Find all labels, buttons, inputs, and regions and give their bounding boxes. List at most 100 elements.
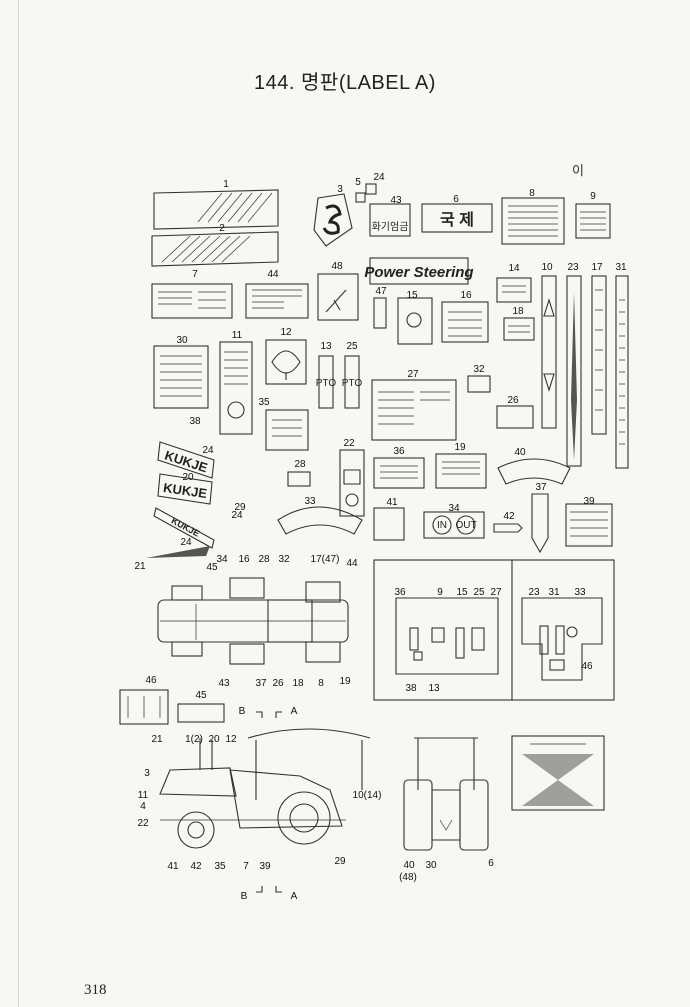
page-number: 318 [84, 982, 107, 998]
side-callouts-1: 1(2) [185, 734, 203, 745]
side-callouts-6: 11 [138, 790, 149, 801]
top-callouts-45: 41 [386, 497, 398, 508]
top-callouts-1: 1 [223, 179, 229, 190]
top-callouts-38: 28 [294, 459, 306, 470]
rear-callouts-3: 30 [425, 860, 437, 871]
side-callouts-5: 3 [144, 768, 150, 779]
view-marks-4: A [291, 891, 298, 902]
label-26 [467, 375, 491, 393]
label-12 [219, 341, 253, 435]
rear-callouts-4: 6 [488, 858, 494, 869]
plate-6: 국 제 [421, 203, 493, 233]
misc-callouts-2: 45 [195, 690, 207, 701]
side-callouts-15: 10(14) [353, 790, 382, 801]
in-out-label-34: IN OUT [423, 511, 485, 539]
sticker-43: 화기엄금 [369, 203, 411, 237]
plan-callouts-13: 19 [339, 676, 351, 687]
view-marks-3: B [241, 891, 248, 902]
side-callouts-9: 41 [167, 861, 179, 872]
section-mark-top [256, 711, 282, 718]
guk-je-text: 국 제 [440, 211, 474, 229]
top-callouts-3: 3 [337, 184, 343, 195]
top-callouts-42: 21 [134, 561, 146, 572]
top-callouts-14: 10 [541, 262, 553, 273]
plan-callouts-1: 34 [216, 554, 228, 565]
decal-stripe-1 [153, 189, 279, 230]
top-callouts-20: 16 [460, 290, 472, 301]
top-callouts-36: 19 [454, 442, 466, 453]
top-callouts-16: 17 [591, 262, 603, 273]
top-callouts-41: 24 [180, 537, 192, 548]
vertical-label-47 [615, 275, 629, 469]
top-callouts-33: 20 [182, 472, 194, 483]
decal-stripe-2 [151, 231, 279, 267]
side-callouts-3: 12 [225, 734, 237, 745]
label-45 [177, 703, 225, 723]
label-37 [287, 471, 311, 487]
sticker-5 [355, 192, 366, 203]
plan-callouts-11: 18 [292, 678, 304, 689]
top-callouts-22: 30 [176, 335, 188, 346]
top-callouts-7: 6 [453, 194, 459, 205]
top-callouts-13: 14 [508, 263, 520, 274]
top-callouts-46: 34 [448, 503, 460, 514]
top-callouts-21: 18 [512, 306, 524, 317]
label-42 [493, 523, 523, 533]
top-callouts-25: 13 [320, 341, 332, 352]
boxed-label-lower-right [511, 735, 605, 811]
section-mark-bottom [256, 886, 282, 893]
panel-left-callouts-6: 38 [405, 683, 417, 694]
panel-left-callouts-3: 15 [456, 587, 468, 598]
arc-label-33 [277, 506, 363, 535]
side-callouts-12: 7 [243, 861, 249, 872]
top-callouts-15: 23 [567, 262, 579, 273]
label-13 [265, 339, 307, 385]
sticker-24a [365, 183, 377, 195]
top-callouts-27: 27 [407, 369, 419, 380]
label-39 [565, 503, 613, 547]
top-callouts-29: 26 [507, 395, 519, 406]
plan-callouts-9: 37 [255, 678, 267, 689]
label-8 [501, 197, 565, 245]
label-36 [339, 449, 365, 517]
label-16 [397, 297, 433, 345]
arc-label-28 [497, 458, 571, 485]
pto-label-27: PTO [342, 355, 362, 409]
label-38 [265, 409, 309, 451]
top-callouts-5: 24 [373, 172, 385, 183]
label-18 [441, 301, 489, 343]
panel-left-callouts-2: 9 [437, 587, 443, 598]
top-callouts-32: 24 [202, 445, 214, 456]
view-marks-2: A [291, 706, 298, 717]
top-callouts-4: 5 [355, 177, 361, 188]
vertical-label-23 [541, 275, 557, 429]
top-callouts-28: 32 [473, 364, 485, 375]
side-callouts-8: 22 [137, 818, 149, 829]
top-callouts-31: 38 [189, 416, 201, 427]
plan-callouts-6: 17(47) [311, 554, 340, 565]
rear-callouts-2: (48) [399, 872, 417, 883]
label-48 [245, 283, 309, 319]
top-callouts-24: 12 [280, 327, 292, 338]
out-text: OUT [455, 520, 476, 531]
label-46 [119, 689, 169, 725]
top-callouts-40: 29 [234, 502, 246, 513]
plan-callouts-2: 45 [206, 562, 218, 573]
side-callouts-2: 20 [208, 734, 220, 745]
tractor-rear-view [403, 737, 489, 851]
side-callouts-14: 29 [334, 856, 346, 867]
side-callouts-11: 35 [214, 861, 226, 872]
pto-label-25: PTO [316, 355, 336, 409]
kukje-decal-22: KUKJE [157, 473, 213, 505]
top-callouts-37: 40 [514, 447, 526, 458]
side-callouts-4: 21 [151, 734, 163, 745]
in-text: IN [437, 520, 447, 531]
tractor-plan-view [157, 577, 349, 665]
top-callouts-6: 43 [390, 195, 402, 206]
top-callouts-34: 22 [343, 438, 355, 449]
power-steering-decal: Power Steering [364, 257, 474, 285]
plan-callouts-10: 26 [272, 678, 284, 689]
misc-callouts-1: 46 [145, 675, 157, 686]
plan-callouts-8: 43 [218, 678, 230, 689]
